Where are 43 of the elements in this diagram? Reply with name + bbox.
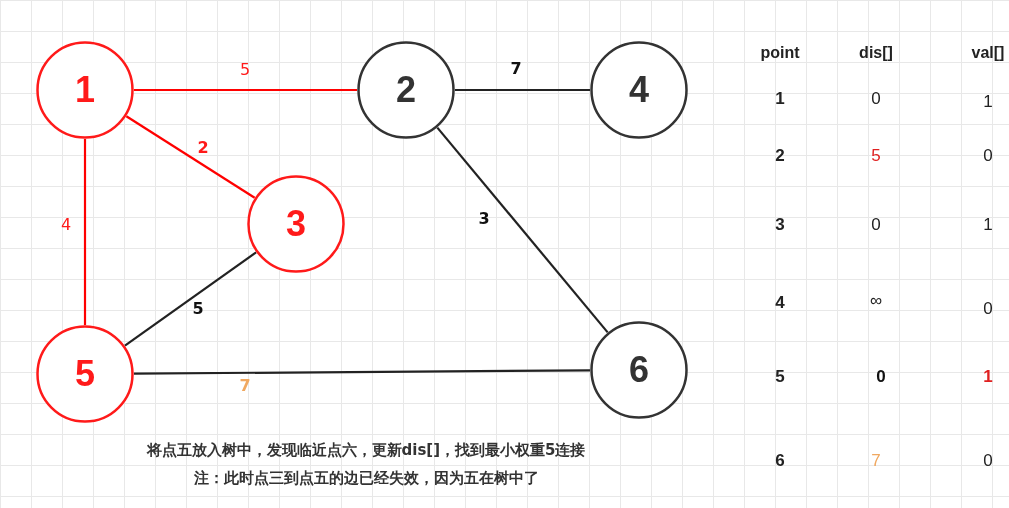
edge-line: [134, 88, 357, 92]
table-value: 5: [871, 146, 881, 164]
edge-label: 7: [510, 61, 522, 77]
column-header: dis[]: [859, 45, 893, 61]
edge-line: [436, 126, 609, 334]
node-circle: 1: [36, 41, 134, 139]
edge-line: [125, 115, 256, 199]
edge-label: 2: [197, 140, 209, 156]
point-number: 4: [775, 293, 785, 311]
table-value: 0: [983, 451, 993, 469]
node-circle: 2: [357, 41, 455, 139]
table-value: 1: [983, 92, 993, 110]
edge-line: [134, 369, 590, 375]
point-number: 2: [775, 146, 785, 164]
node-circle: 3: [247, 175, 345, 273]
table-value: 1: [983, 215, 993, 233]
table-value: 0: [876, 367, 886, 385]
edge-label: 4: [60, 217, 72, 233]
edge-line: [124, 251, 257, 347]
edge-line: [83, 139, 87, 325]
edge-label: 5: [192, 301, 204, 317]
note-text: 注：此时点三到点五的边已经失效，因为五在树中了: [193, 468, 539, 488]
table-value: ∞: [869, 291, 883, 309]
table-value: 0: [871, 89, 881, 107]
column-header: val[]: [971, 45, 1005, 61]
edge-label: 7: [239, 378, 251, 394]
edge-label: 5: [239, 62, 251, 78]
note-text: 将点五放入树中，发现临近点六，更新dis[]，找到最小权重5连接: [146, 440, 586, 460]
edge-line: [455, 88, 590, 92]
node-circle: 6: [590, 321, 688, 419]
table-value: 7: [871, 451, 881, 469]
table-value: 0: [871, 215, 881, 233]
table-value: 0: [983, 299, 993, 317]
column-header: point: [760, 45, 800, 61]
point-number: 1: [775, 89, 785, 107]
node-circle: 5: [36, 325, 134, 423]
point-number: 5: [775, 367, 785, 385]
point-number: 3: [775, 215, 785, 233]
table-value: 0: [983, 146, 993, 164]
node-circle: 4: [590, 41, 688, 139]
point-number: 6: [775, 451, 785, 469]
table-value: 1: [983, 367, 993, 385]
edge-label: 3: [478, 211, 490, 227]
